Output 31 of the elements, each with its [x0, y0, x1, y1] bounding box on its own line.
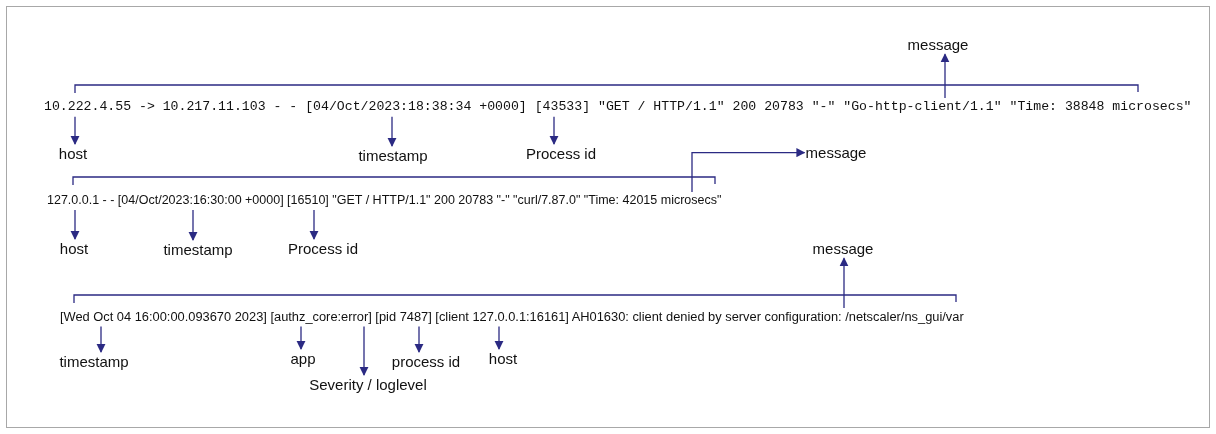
- arrow: [359, 325, 369, 376]
- arrow: [691, 148, 806, 193]
- field-label: message: [812, 240, 874, 258]
- field-label: process id: [391, 353, 461, 371]
- field-label: app: [290, 350, 316, 368]
- arrow: [414, 325, 424, 353]
- arrow: [940, 53, 950, 99]
- field-label: host: [488, 350, 518, 368]
- arrow: [839, 257, 849, 309]
- arrow: [494, 325, 504, 350]
- field-label: host: [58, 145, 88, 163]
- arrow: [387, 116, 397, 147]
- field-label: host: [59, 240, 89, 258]
- arrow: [188, 209, 198, 241]
- arrow: [96, 325, 106, 353]
- field-label: timestamp: [358, 147, 428, 165]
- field-label: Process id: [288, 240, 358, 258]
- field-label: message: [805, 144, 867, 162]
- field-label: timestamp: [59, 353, 129, 371]
- arrow: [296, 325, 306, 350]
- arrow: [70, 116, 80, 145]
- log-line: 10.222.4.55 -> 10.217.11.103 - - [04/Oct/2023:18:38:34 +0000] [43533] "GET / HTTP/1.1" 200 20783 "-" "Go-http-client/1.1" "Time: 38848 microsecs": [44, 99, 1192, 115]
- arrow: [549, 116, 559, 145]
- field-label: Process id: [526, 145, 596, 163]
- log-line: [Wed Oct 04 16:00:00.093670 2023] [authz_core:error] [pid 7487] [client 127.0.0.1:16161] AH01630: client denied by server configuration: /netscaler/ns_gui/var: [60, 309, 964, 325]
- log-line: 127.0.0.1 - - [04/Oct/2023:16:30:00 +0000] [16510] "GET / HTTP/1.1" 200 20783 "-" "curl/7.87.0" "Time: 42015 microsecs": [47, 193, 722, 208]
- arrow: [309, 209, 319, 240]
- arrow: [70, 209, 80, 240]
- field-label: message: [907, 36, 969, 54]
- field-label: timestamp: [163, 241, 233, 259]
- field-label: Severity / loglevel: [309, 376, 427, 394]
